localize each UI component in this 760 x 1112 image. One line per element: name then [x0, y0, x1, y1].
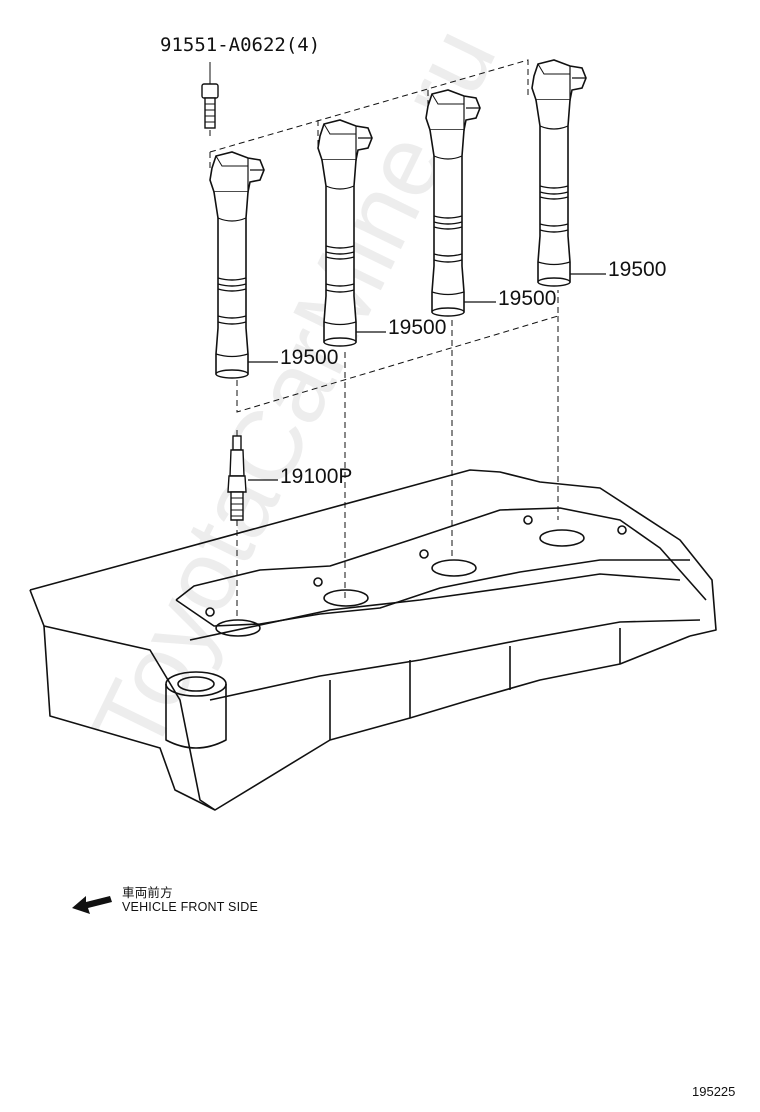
arrow-left-icon: [72, 896, 112, 914]
coil-part-number-2: 19500: [388, 316, 447, 339]
ignition-coil-4: [531, 59, 587, 287]
spark-plug-part-number: 19100P: [280, 465, 353, 488]
coil-part-number-4: 19500: [608, 258, 667, 281]
spark-plug-part: [227, 435, 247, 521]
ignition-coil-2: [317, 119, 373, 347]
ignition-coil-3: [425, 89, 481, 317]
bolt-part-number: 91551-A0622(4): [160, 34, 321, 56]
bolt-part: [201, 62, 219, 129]
direction-english: VEHICLE FRONT SIDE: [122, 900, 259, 914]
cylinder-head-cover: [29, 469, 717, 811]
ignition-coil-1: [209, 151, 265, 379]
direction-japanese: 車両前方: [122, 886, 173, 900]
coil-part-number-3: 19500: [498, 287, 557, 310]
coil-part-number-1: 19500: [280, 346, 339, 369]
figure-code: 195225: [692, 1084, 736, 1099]
